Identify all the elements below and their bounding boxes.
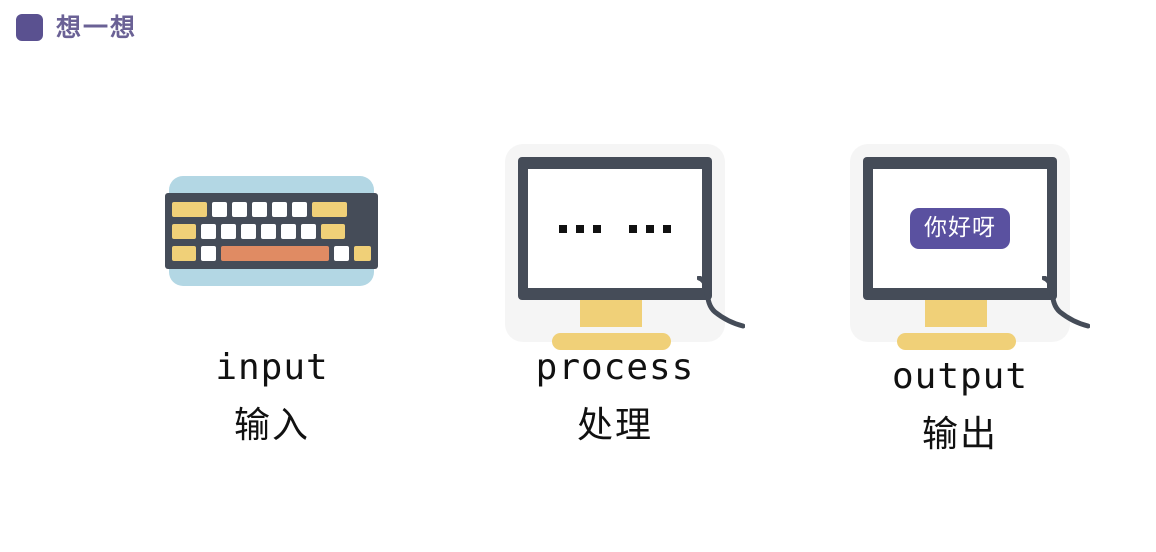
dot bbox=[629, 224, 637, 233]
keyboard-row bbox=[165, 245, 378, 261]
dot bbox=[576, 224, 584, 233]
keyboard-key bbox=[241, 223, 256, 239]
keyboard-icon bbox=[122, 130, 422, 350]
column-input: input 输入 bbox=[122, 130, 422, 444]
keyboard-key bbox=[321, 223, 345, 239]
keyboard-key bbox=[354, 245, 371, 261]
monitor-cable-icon bbox=[697, 276, 745, 329]
keyboard-key bbox=[232, 201, 247, 217]
caption-zh: 输出 bbox=[921, 414, 998, 455]
keyboard-key bbox=[312, 201, 347, 217]
column-process: process 处理 bbox=[465, 130, 765, 444]
keyboard-key bbox=[172, 245, 196, 261]
purple-square-icon bbox=[16, 14, 43, 41]
monitor-screen: 你好呀 bbox=[873, 169, 1047, 288]
chat-bubble-badge: 你好呀 bbox=[910, 208, 1010, 249]
monitor-neck bbox=[925, 300, 987, 327]
dot bbox=[663, 224, 671, 233]
caption-en: input bbox=[215, 347, 329, 388]
keyboard-key bbox=[172, 223, 196, 239]
keyboard-key bbox=[221, 223, 236, 239]
keyboard-key bbox=[252, 201, 267, 217]
keyboard-row bbox=[165, 223, 378, 239]
keyboard-row bbox=[165, 201, 378, 217]
keyboard-key bbox=[281, 223, 296, 239]
caption-en: output bbox=[891, 356, 1029, 397]
monitor-icon: 你好呀 bbox=[810, 130, 1110, 350]
keyboard-key bbox=[201, 223, 216, 239]
dot bbox=[593, 224, 601, 233]
monitor-frame bbox=[518, 157, 712, 300]
keyboard-key bbox=[201, 245, 216, 261]
caption-zh: 处理 bbox=[576, 405, 653, 446]
keyboard-key bbox=[272, 201, 287, 217]
monitor-base bbox=[552, 333, 671, 350]
keyboard-key bbox=[292, 201, 307, 217]
keyboard-key bbox=[334, 245, 349, 261]
caption-zh: 输入 bbox=[233, 405, 310, 446]
monitor-base bbox=[897, 333, 1016, 350]
keyboard-key bbox=[172, 201, 207, 217]
monitor-frame: 你好呀 bbox=[863, 157, 1057, 300]
monitor-neck bbox=[580, 300, 642, 327]
monitor-screen bbox=[528, 169, 702, 288]
keyboard-body bbox=[165, 193, 378, 269]
keyboard-key bbox=[301, 223, 316, 239]
monitor-cable-icon bbox=[1042, 276, 1090, 329]
caption-block: output 输出 bbox=[810, 350, 1110, 453]
keyboard-key bbox=[261, 223, 276, 239]
keyboard-spacebar bbox=[221, 245, 329, 261]
keyboard-key bbox=[212, 201, 227, 217]
caption-block: input 输入 bbox=[122, 350, 422, 444]
column-output: 你好呀 output 输出 bbox=[810, 130, 1110, 453]
dot bbox=[646, 224, 654, 233]
page-header: 想一想 bbox=[16, 14, 137, 41]
ellipsis-dots bbox=[559, 224, 671, 233]
caption-block: process 处理 bbox=[465, 350, 765, 444]
page-title: 想一想 bbox=[56, 13, 138, 42]
caption-en: process bbox=[535, 347, 695, 388]
monitor-icon bbox=[465, 130, 765, 350]
dot bbox=[559, 224, 567, 233]
